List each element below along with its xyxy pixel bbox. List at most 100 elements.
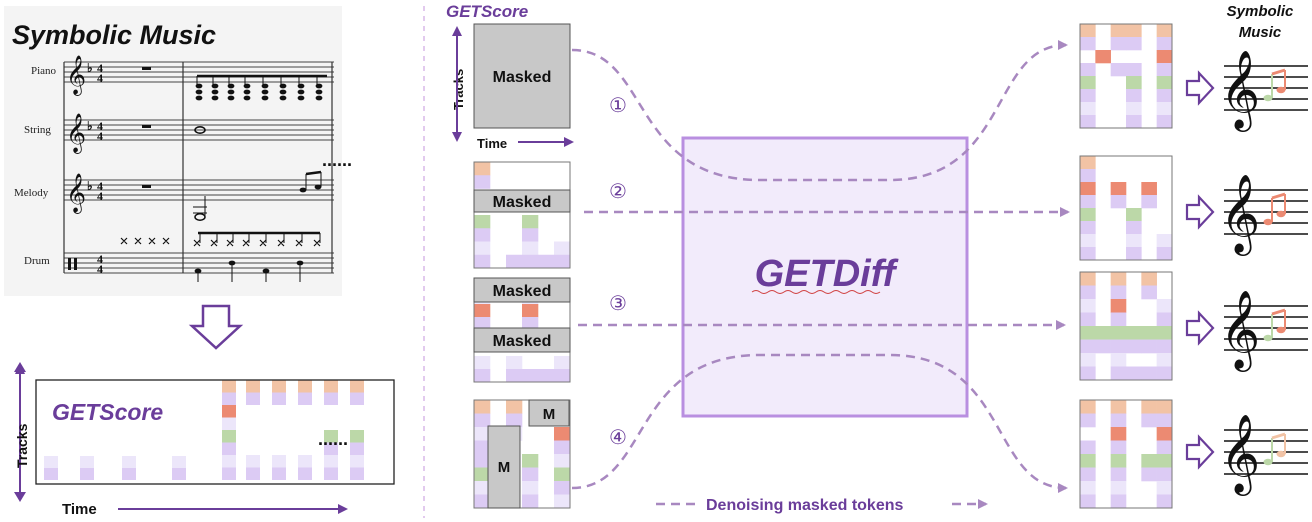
track-label-piano: Piano [31,65,57,77]
token-cell [1156,115,1173,129]
treble-clef-icon: 𝄞 [1220,414,1260,496]
token-cell [222,380,236,393]
step-3-label: ③ [609,293,627,315]
token-cell [1080,285,1096,300]
token-cell [1156,339,1173,354]
token-cell [1126,366,1142,381]
token-cell [1110,339,1127,354]
token-cell [522,467,539,482]
note-head [1263,334,1273,342]
token-cell [246,455,260,468]
output-title-line-1: Symbolic [1227,3,1294,20]
treble-clef-icon: 𝄞 [66,174,86,214]
token-cell [1080,102,1096,116]
svg-text:4: 4 [97,71,103,85]
token-cell [222,442,236,455]
token-cell [1110,400,1127,414]
token-cell [1110,182,1127,196]
masked-full-label: Masked [493,69,552,86]
token-cell [1156,326,1173,340]
output-grid-3 [1079,271,1173,381]
output-grid-3-border [1079,271,1173,381]
token-cell [222,392,236,405]
masked-m-small-region [528,399,570,427]
token-cell [246,380,260,393]
token-cell [1126,76,1142,90]
token-cell [80,456,94,468]
token-cell [554,454,571,468]
token-cell [1156,89,1173,103]
token-cell [1080,299,1096,313]
token-cell [1156,234,1173,248]
svg-text:4: 4 [97,252,103,266]
token-cell [1080,366,1096,381]
whole-rests [142,67,151,188]
token-cell [474,413,491,428]
treble-clef-icon: 𝄞 [1220,50,1260,132]
token-cell [272,455,286,468]
output-title-line-2: Music [1239,24,1282,41]
token-cell [522,304,539,318]
token-cell [1080,467,1096,482]
token-cell [1126,247,1142,261]
right-arrow-icon [1185,70,1215,106]
token-cell [350,430,364,443]
token-cell [1156,312,1173,327]
token-cell [554,481,571,495]
token-cell [1126,24,1142,38]
down-arrow-icon [188,304,244,350]
drum-notes [120,231,321,282]
note-head [1276,326,1286,334]
token-cell [222,467,236,480]
token-cell [474,494,491,509]
svg-text:4: 4 [97,61,103,75]
note-beam [1271,308,1286,316]
track-label-drum: Drum [24,255,50,267]
token-cell [1156,102,1173,116]
token-cell [1080,413,1096,428]
right-arrow-icon [1185,310,1215,346]
token-cell [1080,115,1096,129]
token-cell [554,254,571,269]
token-cell [1080,247,1096,261]
token-cell [298,467,312,480]
token-cell [1095,339,1111,354]
continuation-dots: ...... [322,150,352,170]
token-cell [122,468,136,480]
token-cell [350,380,364,393]
note-beam [1271,68,1286,76]
token-cell [1156,299,1173,313]
token-cell [522,481,539,495]
note-head [1276,86,1286,94]
masked-m-small-label: M [543,406,556,423]
getscore-frame [35,379,395,485]
masked-top-region [473,277,571,303]
token-cell [1110,494,1127,509]
staff-string [64,119,334,141]
token-cell [172,456,186,468]
getdiff-label: GETDiff [755,253,899,295]
token-cell [1095,326,1111,340]
token-cell [1110,454,1127,468]
token-cell [44,456,58,468]
token-cell [1110,24,1127,38]
sheet-music-background [4,6,342,296]
treble-clef-icon: 𝄞 [1220,174,1260,256]
token-cell [222,417,236,430]
token-cell [1110,467,1127,482]
token-cell [1141,326,1157,340]
svg-text:♭: ♭ [87,61,93,75]
step-2-label: ② [609,181,627,203]
token-cell [522,215,539,229]
token-cell [474,454,491,468]
token-cell [1080,339,1096,354]
token-cell [522,241,539,256]
token-cell [172,468,186,480]
token-cell [1080,182,1096,196]
legend-label: Denoising masked tokens [706,497,903,514]
piano-chords [195,74,327,101]
token-cell [554,241,571,256]
token-cell [1080,440,1096,455]
token-cell [1126,37,1142,51]
token-cell [474,162,491,176]
